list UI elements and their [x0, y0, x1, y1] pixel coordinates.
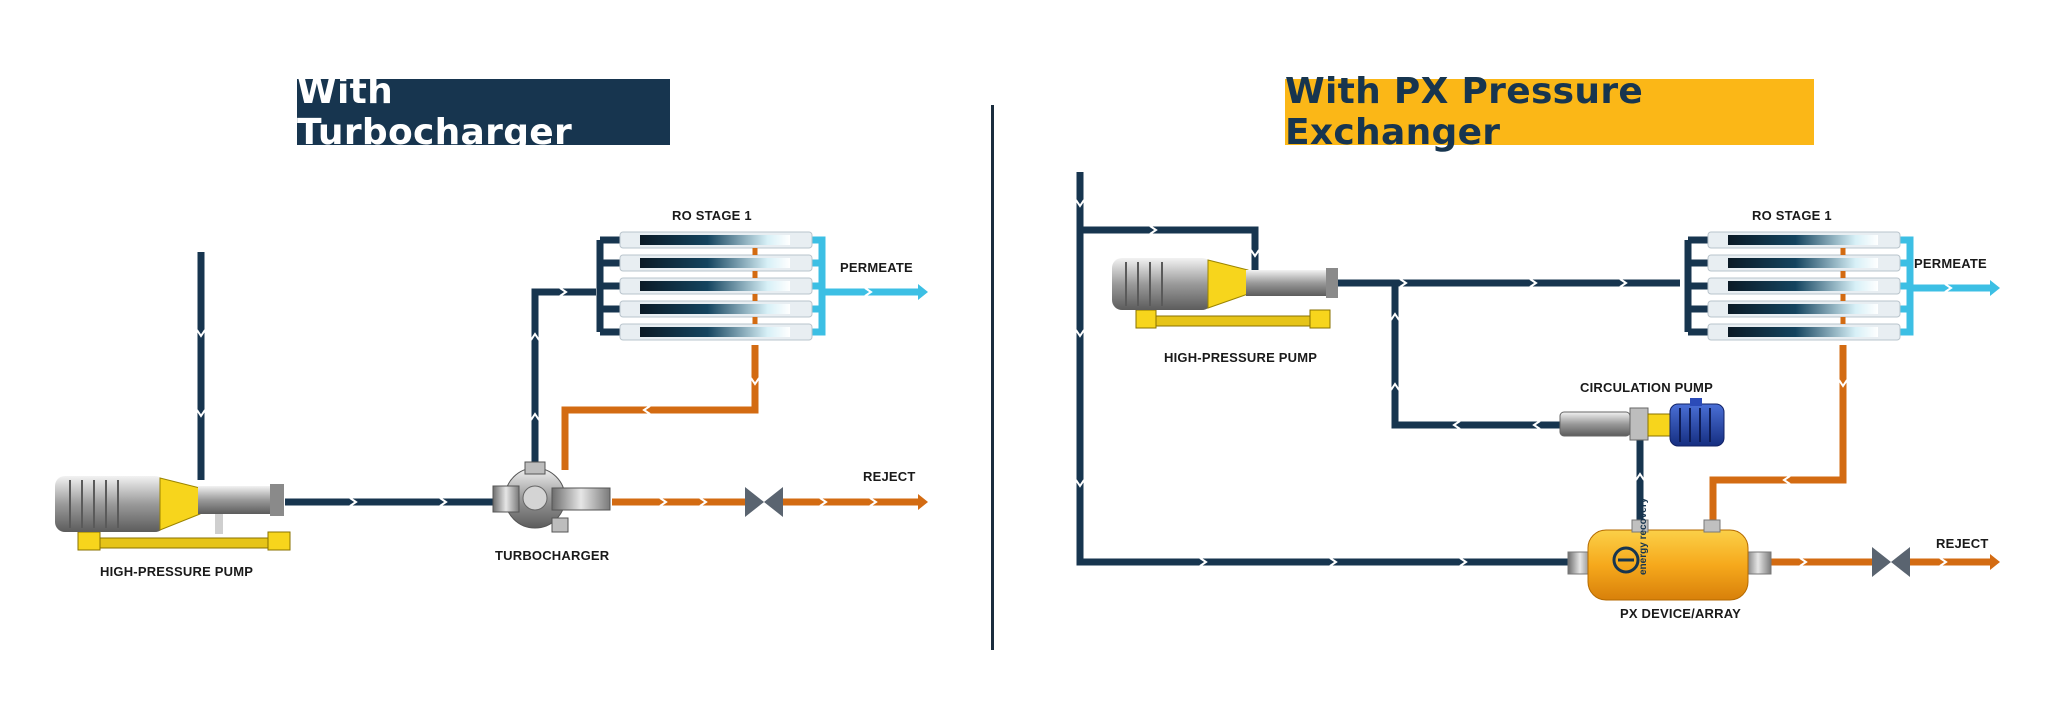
high-pressure-pump [55, 476, 291, 551]
left-diagram [55, 231, 928, 551]
left-reject-label: REJECT [863, 469, 916, 484]
right-ro-stage-label: RO STAGE 1 [1752, 208, 1832, 223]
flow-arrows [1075, 199, 1953, 567]
permeate-pipe [810, 236, 928, 336]
feed-pipe [197, 236, 624, 506]
panel-divider [991, 105, 994, 650]
circulation-pump [1559, 398, 1725, 447]
left-pump-label: HIGH-PRESSURE PUMP [100, 564, 254, 579]
ro-stage-membranes [1707, 231, 1901, 341]
turbocharger-label: TURBOCHARGER [495, 548, 610, 563]
right-diagram: energy recovery [1075, 172, 2000, 601]
px-device-label: PX DEVICE/ARRAY [1620, 606, 1741, 621]
high-pressure-pump [1112, 258, 1338, 329]
turbocharger [492, 461, 611, 533]
right-panel-title: With PX Pressure Exchanger [1285, 71, 1814, 153]
reject-valve [745, 487, 783, 517]
flow-arrows [196, 287, 878, 507]
reject-pipe [1709, 345, 2000, 570]
circulation-pump-label: CIRCULATION PUMP [1580, 380, 1713, 395]
left-panel-title: With Turbocharger [297, 71, 670, 153]
px-logo-text: energy recovery [1638, 497, 1649, 575]
right-permeate-label: PERMEATE [1914, 256, 1987, 271]
reject-pipe [561, 345, 928, 510]
right-pump-label: HIGH-PRESSURE PUMP [1164, 350, 1318, 365]
feed-pipe [1076, 172, 1712, 566]
left-permeate-label: PERMEATE [840, 260, 913, 275]
ro-stage-membranes [619, 231, 813, 341]
reject-valve [1872, 547, 1910, 577]
left-ro-stage-label: RO STAGE 1 [672, 208, 752, 223]
right-reject-label: REJECT [1936, 536, 1989, 551]
px-device: energy recovery [1567, 497, 1772, 601]
